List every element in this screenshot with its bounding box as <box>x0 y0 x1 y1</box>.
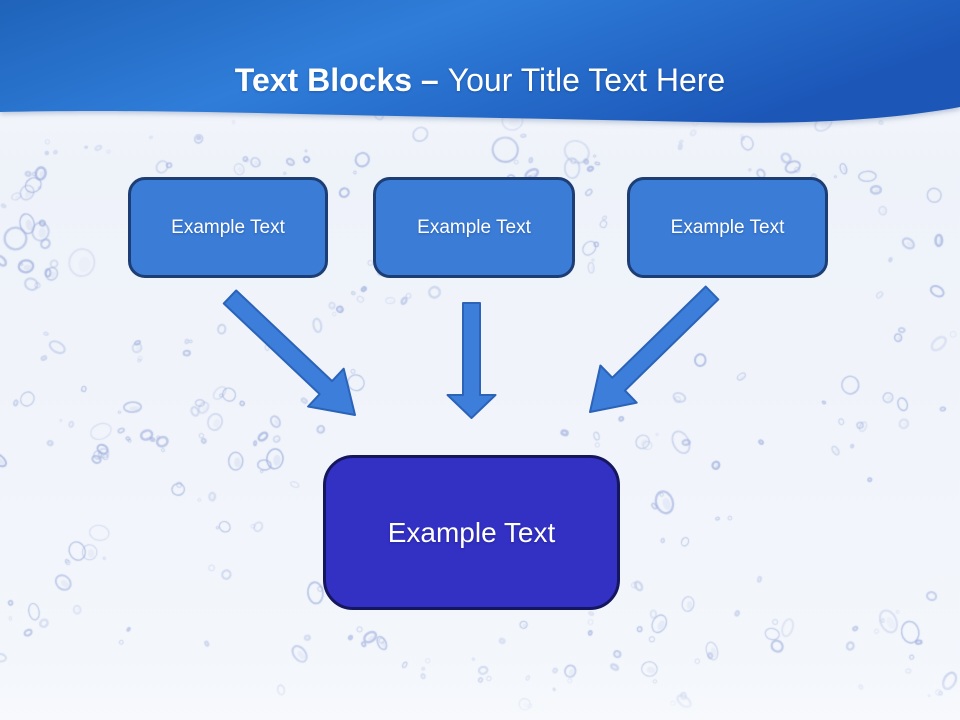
slide-title[interactable]: Text Blocks –Your Title Text Here <box>0 60 960 100</box>
slide-title-bold: Text Blocks – <box>234 62 439 98</box>
text-block-2[interactable]: Example Text <box>373 177 575 278</box>
center-text-block[interactable]: Example Text <box>323 455 620 610</box>
text-block-3[interactable]: Example Text <box>627 177 828 278</box>
slide-title-regular: Your Title Text Here <box>447 62 726 98</box>
text-block-1[interactable]: Example Text <box>128 177 328 278</box>
center-text-block-label: Example Text <box>387 516 556 548</box>
text-block-3-label: Example Text <box>670 216 785 238</box>
text-block-2-label: Example Text <box>417 216 531 238</box>
header-wave-banner <box>0 0 960 123</box>
text-block-1-label: Example Text <box>171 216 285 238</box>
header-wave-shape <box>0 0 960 123</box>
